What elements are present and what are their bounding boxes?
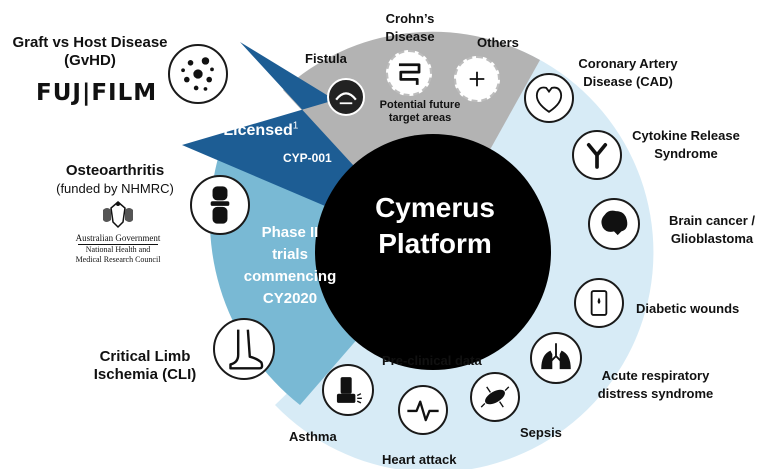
crs-label: Cytokine Release Syndrome xyxy=(632,128,740,161)
nhmrc-logo: Australian Government National Health an… xyxy=(68,200,168,265)
sepsis-label: Sepsis xyxy=(520,425,562,440)
brain-icon xyxy=(588,198,640,250)
licensed-label: ✓Licensed1 xyxy=(202,120,299,139)
others-label: Others xyxy=(477,35,519,50)
check-icon: ✓ xyxy=(202,122,216,139)
inhaler-icon xyxy=(322,364,374,416)
fistula-label: Fistula xyxy=(305,51,347,66)
dots-icon xyxy=(168,44,228,104)
crest-icon xyxy=(103,201,133,229)
foot-icon xyxy=(213,318,275,380)
licensed-product: CYP-001 xyxy=(283,151,332,165)
antibody-icon xyxy=(572,130,622,180)
ards-label: Acute respiratory distress syndrome xyxy=(597,368,714,401)
lungs-icon xyxy=(530,332,582,384)
diabetic-label: Diabetic wounds xyxy=(636,301,740,316)
preclinical-label: Pre-clinical data xyxy=(382,353,482,368)
crohns-label: Crohn’s Disease xyxy=(385,11,435,44)
cli-label: Critical Limb Ischemia (CLI) xyxy=(93,348,197,383)
cad-label: Coronary Artery Disease (CAD) xyxy=(578,56,678,89)
phase2-label: Phase II trials commencing CY2020 xyxy=(243,224,337,307)
platform-title-line2: Platform xyxy=(378,228,492,259)
fujifilm-logo: FUJ|FILM xyxy=(36,80,158,106)
glucose-meter-icon xyxy=(574,278,624,328)
asthma-label: Asthma xyxy=(289,429,337,444)
future-label: Potential future target areas xyxy=(379,99,461,124)
center-disk xyxy=(315,134,551,370)
heart-icon xyxy=(524,73,574,123)
heart-attack-label: Heart attack xyxy=(382,452,457,467)
gvhd-label: Graft vs Host Disease (GvHD) xyxy=(12,34,168,69)
bacteria-icon xyxy=(470,372,520,422)
osteo-label: Osteoarthritis (funded by NHMRC) xyxy=(56,162,174,196)
knee-icon xyxy=(190,175,250,235)
intestine-icon xyxy=(386,50,432,96)
brain-label: Brain cancer / Glioblastoma xyxy=(669,213,755,246)
platform-title-line1: Cymerus xyxy=(375,192,495,223)
heartbeat-icon xyxy=(398,385,448,435)
platform-title: Cymerus Platform xyxy=(330,190,540,262)
fistula-icon xyxy=(327,78,365,116)
plus-icon xyxy=(454,56,500,102)
